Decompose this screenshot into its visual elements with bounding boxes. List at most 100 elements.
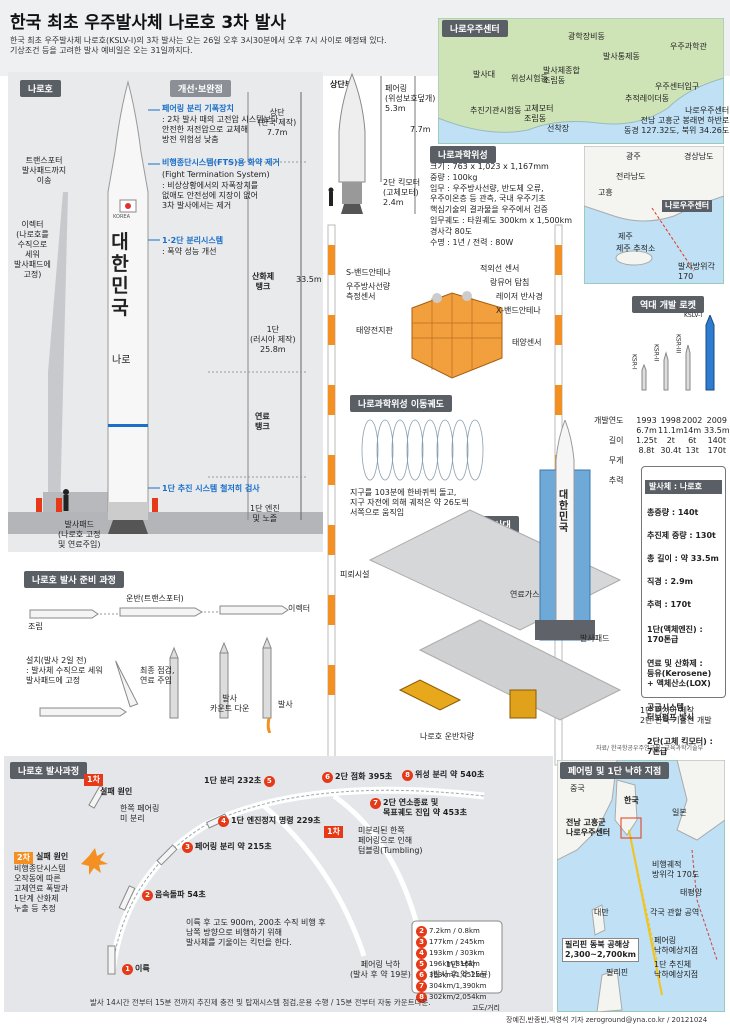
drop-label-pacific: 태평양: [680, 888, 703, 897]
drop-label-china: 중국: [570, 784, 585, 793]
fairing-improve-title: 페어링 분리 기폭장치: [162, 104, 234, 113]
spec-line-6: 연료 및 산화제 : 등유(Kerosene) + 액체산소(LOX): [647, 659, 712, 688]
fts-desc: : 비상상황에서의 자폭장치를 없애도 안전성에 지장이 없어 3차 발사에서는…: [162, 181, 259, 210]
kick-motor-dim: 2단 킥모터 (고체모터) 2.4m: [383, 178, 421, 207]
drop-label-sea: 필리핀 동북 공해상 2,300~2,700km: [562, 938, 639, 962]
spec-head: 발사체 : 나로호: [645, 480, 722, 494]
history-thrust-2: 13t: [685, 446, 699, 455]
event-label-8: 위성 분리 약 540초: [415, 770, 485, 779]
row-label-length: 길이: [608, 436, 624, 445]
upper-height-dim: 7.7m: [410, 125, 431, 134]
drop-map-tag: 페어링 및 1단 낙하 지점: [560, 762, 670, 779]
event-label-4: 1단 엔진정지 명령 229초: [231, 816, 321, 825]
event-num-7: 7: [370, 798, 381, 809]
naro-tag: 나로호: [20, 80, 61, 97]
separation-title: 1·2단 분리시스템: [162, 236, 224, 245]
history-row-labels: 개발연도 길이 무게 추력: [594, 406, 623, 496]
table-val-2: 193km / 303km: [429, 949, 485, 957]
history-year-2: 2002: [682, 416, 703, 425]
row-label-year: 개발연도: [594, 416, 624, 425]
pad-transporter: 나로호 운반차량: [420, 732, 475, 741]
event-num-2: 2: [142, 890, 153, 901]
event-label-3: 페어링 분리 약 215초: [195, 842, 272, 851]
center-place-5: 위성시험동: [511, 74, 548, 83]
history-length-0: 6.7m: [636, 426, 657, 435]
history-thrust-3: 170t: [707, 446, 726, 455]
history-length-2: 14m: [683, 426, 702, 435]
pad-lightning: 피뢰시설: [340, 570, 370, 579]
table-num-4: 6: [416, 970, 427, 981]
oxidizer-label: 산화제 탱크: [252, 272, 275, 291]
tumble-desc: 미분리된 한쪽 페어링으로 인해 텀블링(Tumbling): [358, 826, 423, 855]
spec-line-4: 추력 : 170t: [647, 600, 692, 609]
event-num-5: 5: [263, 776, 275, 787]
table-num-2: 4: [416, 948, 427, 959]
history-year-3: 2009: [706, 416, 727, 425]
prep-tag: 나로호 발사 준비 과정: [24, 571, 124, 588]
pad-rocket-name: 대한민국: [559, 490, 569, 534]
event-num-4: 4: [218, 816, 229, 827]
history-weight-0: 1.25t: [636, 436, 657, 445]
event-num-8: 8: [402, 770, 413, 781]
prep-erector: 이렉터: [288, 604, 311, 613]
spec-line-5: 1단(액체엔진) : 170톤급: [647, 625, 703, 644]
fail1-title: 실패 원인: [100, 787, 133, 796]
pad-launch-pad: 발사패드: [580, 634, 610, 643]
prep-countdown: 발사 카운트 다운: [210, 694, 250, 713]
table-val-5: 304km/1,390km: [429, 982, 487, 990]
prep-final-check: 최종 점검, 연료 주입: [140, 666, 175, 685]
history-rocket-1: KSR-II: [652, 344, 660, 362]
takeoff-note: 이륙 후 고도 900m, 200초 수직 비행 후 남쪽 방향으로 비행하기 …: [186, 918, 326, 947]
page-title: 한국 최초 우주발사체 나로호 3차 발사: [10, 13, 287, 33]
drop-label-taiwan: 대만: [594, 908, 609, 917]
credit-line: 장예진,반종빈,박영석 기자 zeroground@yna.co.kr / 20…: [506, 1016, 708, 1024]
engine-check: 1단 추진 시스템 철저히 검사: [162, 484, 260, 493]
history-weight-1: 2t: [666, 436, 675, 445]
flight-event-5: 1단 분리 232초 5: [204, 776, 277, 787]
center-location: 나로우주센터 전남 고흥군 봉래면 하반로 동경 127.32도, 북위 34.…: [624, 106, 730, 135]
naro-rocket-illustration: [8, 80, 323, 534]
fail1-badge: 1차: [84, 774, 103, 786]
row-label-thrust: 추력: [608, 476, 624, 485]
spec-line-0: 총중량 : 140t: [647, 508, 699, 517]
region-label-2: 전라남도: [616, 172, 646, 181]
table-val-7: 고도/거리: [471, 1004, 500, 1012]
event-label-7: 2단 연소종료 및 목표궤도 진입 약 453초: [383, 798, 467, 817]
fuel-tank-label: 연료 탱크: [255, 412, 270, 431]
history-thrust-1: 30.4t: [660, 446, 682, 455]
region-label-5: 제주: [618, 232, 633, 241]
history-tag: 역대 개발 로켓: [632, 296, 704, 313]
drop-label-center: 전남 고흥군 나로우주센터: [566, 818, 611, 837]
drop-label-japan: 일본: [672, 808, 687, 817]
history-rocket-2: KSR-III: [674, 334, 682, 354]
center-place-8: 추진기관시험동: [470, 106, 522, 115]
center-place-1: 발사통제동: [603, 52, 640, 61]
prep-install: 설치(발사 2일 전) : 발사체 수직으로 세워 발사패드에 고정: [26, 656, 103, 685]
drop-label-fairing: 페어링 낙하예상지점: [654, 936, 699, 955]
history-year-1: 1998: [660, 416, 681, 425]
table-num-1: 3: [416, 937, 427, 948]
center-tag: 나로우주센터: [442, 20, 508, 37]
history-year-0: 1993: [636, 416, 657, 425]
satellite-tag: 나로과학위성: [430, 146, 496, 163]
region-label-0: 광주: [626, 152, 641, 161]
event-label-1: 이륙: [135, 964, 150, 973]
table-val-1: 177km / 245km: [429, 938, 485, 946]
fail2-title: 실패 원인: [36, 852, 69, 861]
table-val-6: 302km/2,054km: [429, 993, 487, 1001]
spec-line-3: 직경 : 2.9m: [647, 577, 693, 586]
spec-line-2: 총 길이 : 약 33.5m: [647, 554, 719, 563]
transporter-label: 트랜스포터 발사패드까지 이송: [22, 156, 67, 185]
source-text: 자료/ 한국항공우주연구원, 교육과학기술부: [596, 745, 704, 752]
flight-trajectory: [81, 785, 503, 994]
history-length-3: 33.5m: [704, 426, 730, 435]
history-weight-3: 140t: [707, 436, 726, 445]
